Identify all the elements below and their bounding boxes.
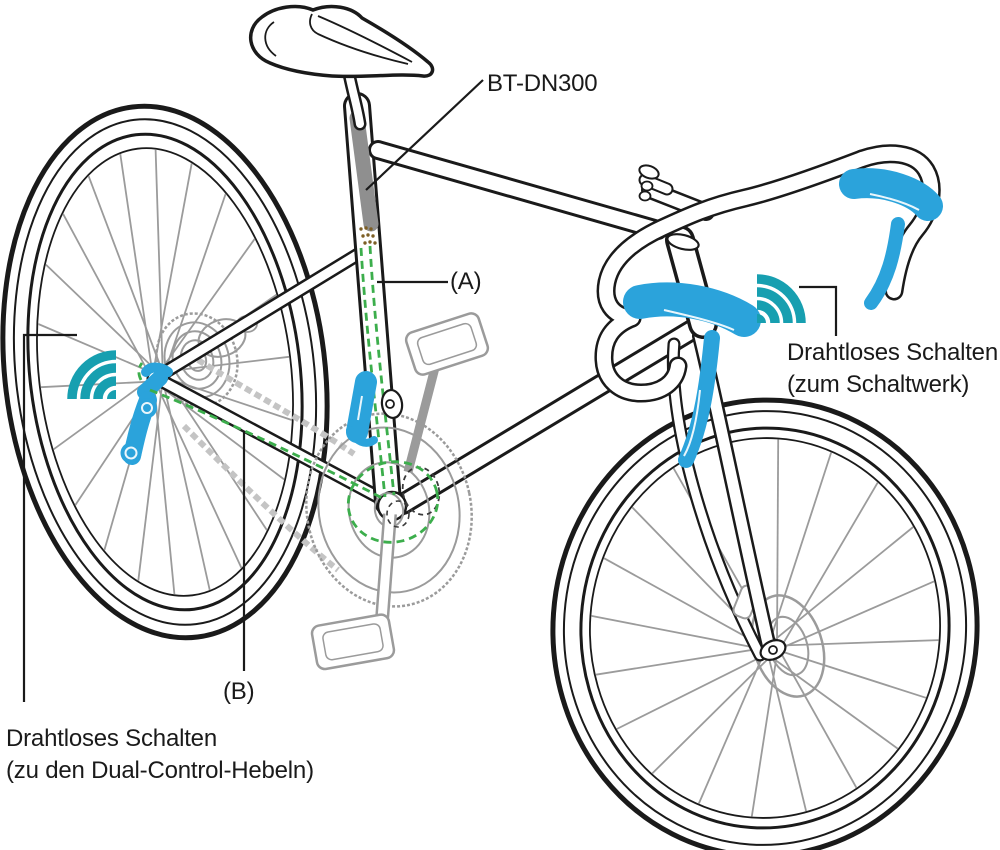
- left-dual-control-lever: [623, 282, 761, 468]
- wireless-to-derailleur-line1: Drahtloses Schalten: [787, 339, 998, 366]
- spoke: [591, 615, 768, 651]
- far-crank-arm: [403, 358, 442, 474]
- front-rim-inner: [589, 437, 941, 819]
- seat-stay: [157, 247, 367, 379]
- shift-wire-routing: [137, 245, 440, 544]
- spoke: [595, 645, 778, 676]
- leader-lines: [22, 79, 838, 702]
- wireless-to-levers-line1: Drahtloses Schalten: [6, 725, 217, 752]
- spoke: [152, 238, 256, 382]
- spoke: [766, 639, 939, 647]
- wire-b-label: (B): [223, 678, 255, 705]
- wire-a-1: [359, 247, 387, 498]
- front-derailleur: [346, 371, 404, 447]
- leader-wireless-right: [799, 285, 838, 336]
- spoke: [776, 649, 927, 699]
- front-spokes: [591, 439, 939, 817]
- spoke: [766, 526, 914, 647]
- spoke: [137, 376, 164, 581]
- top-tube: [371, 143, 665, 237]
- spoke: [776, 439, 780, 647]
- spoke: [766, 653, 899, 750]
- front-tire-inner: [562, 410, 968, 846]
- spoke: [750, 653, 778, 817]
- right-dual-control-lever: [839, 168, 943, 310]
- wire-bb-loop: [346, 460, 440, 544]
- battery-contacts: [359, 226, 377, 245]
- spoke: [651, 649, 778, 775]
- frame: [151, 92, 703, 516]
- fork: [666, 328, 778, 662]
- rear-rim-inner: [36, 147, 294, 597]
- spoke: [152, 380, 285, 481]
- fd-clamp-bolt: [385, 399, 395, 409]
- stem-top-cap: [638, 164, 660, 180]
- spoke: [152, 163, 193, 374]
- chain: [181, 357, 356, 573]
- rear-derailleur: [120, 362, 173, 465]
- spoke: [152, 376, 243, 569]
- spoke: [62, 213, 154, 382]
- spoke: [119, 153, 154, 378]
- spoke: [37, 323, 154, 374]
- stem-bolt: [638, 190, 652, 202]
- spoke: [162, 380, 211, 591]
- wire-a-label: (A): [450, 268, 482, 295]
- stem-bolt: [640, 180, 654, 192]
- spoke: [776, 645, 858, 789]
- lower-pedal: [310, 613, 396, 671]
- crankset: [305, 312, 490, 671]
- wireless-to-levers-line2: (zu den Dual-Control-Hebeln): [6, 757, 314, 784]
- rear-tire-inner: [12, 118, 318, 626]
- wire-b: [149, 388, 385, 501]
- spoke: [154, 149, 164, 382]
- wireless-signal-icon-left: [67, 350, 117, 400]
- spoke: [776, 580, 935, 651]
- spoke: [162, 372, 268, 531]
- sensor-position-indicators: [386, 466, 441, 528]
- battery-label: BT-DN300: [487, 70, 598, 97]
- wire-b-tail: [137, 362, 144, 381]
- spoke: [87, 175, 164, 374]
- wire-a-2: [368, 245, 396, 496]
- rear-rim: [26, 132, 304, 612]
- front-axle: [768, 645, 778, 655]
- spoke: [45, 263, 164, 378]
- wireless-to-derailleur-line2: (zum Schaltwerk): [787, 371, 970, 398]
- near-crank-arm: [376, 509, 395, 638]
- front-tire: [550, 397, 980, 850]
- spoke: [776, 482, 879, 655]
- leader-wireless-left: [22, 333, 77, 702]
- battery-bt-dn300: [349, 110, 379, 245]
- wireless-signal-icon-right: [756, 274, 806, 324]
- upper-pedal: [404, 312, 490, 376]
- saddle: [248, 4, 435, 79]
- spoke: [616, 653, 768, 730]
- front-rim: [579, 426, 951, 830]
- spoke: [53, 376, 154, 451]
- rear-tire: [0, 103, 330, 641]
- leader-bt-dn300: [365, 79, 484, 191]
- wireless-to-derailleur-label: Drahtloses Schalten (zum Schaltwerk): [787, 337, 998, 401]
- wireless-to-levers-label: Drahtloses Schalten (zu den Dual-Control…: [6, 723, 314, 787]
